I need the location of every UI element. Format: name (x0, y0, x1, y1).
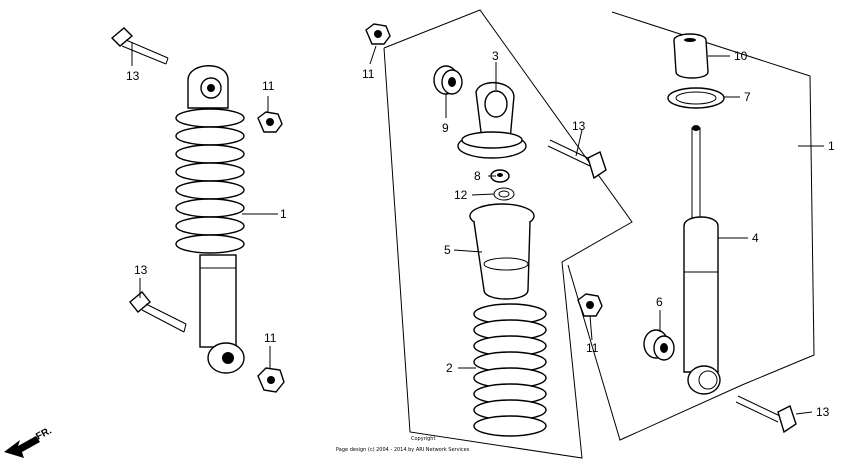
callout-left-bolt-bottom: 13 (134, 263, 148, 277)
callout-boot-5: 5 (444, 243, 451, 257)
copyright-footer: Copyright Page design (c) 2004 - 2014 by… (336, 436, 470, 453)
callout-bumper-10: 10 (734, 49, 748, 63)
callout-bolt-13: 13 (572, 119, 586, 133)
callout-assembly-1: 1 (828, 139, 835, 153)
callout-bushing-9: 9 (442, 121, 449, 135)
exploded-bushing-9 (433, 65, 463, 95)
exploded-bumper-10 (673, 33, 709, 79)
exploded-bushing-6 (643, 329, 675, 361)
left-top-bolt (110, 27, 169, 65)
exploded-bottom-bolt (735, 395, 797, 434)
exploded-middle-nut (577, 293, 603, 317)
callout-upper-mount-3: 3 (492, 49, 499, 63)
leader-lines (131, 42, 824, 415)
assembled-shock-absorber (175, 65, 245, 374)
callout-ring-7: 7 (744, 90, 751, 104)
copyright-line-2: Page design (c) 2004 - 2014 by ARI Netwo… (336, 447, 470, 453)
exploded-boot-5 (469, 203, 535, 300)
front-direction-label: FR. (34, 425, 54, 442)
copyright-line-1: Copyright (411, 436, 435, 442)
assembled-spring (175, 108, 245, 254)
callout-exploded-nut-mid: 11 (586, 341, 599, 355)
callout-bolt-bottom: 13 (816, 405, 830, 419)
exploded-top-nut (365, 23, 391, 45)
left-top-nut (257, 111, 283, 133)
exploded-washer-12 (493, 187, 515, 201)
callout-washer-8: 8 (474, 169, 481, 183)
exploded-damper-4 (683, 125, 721, 395)
left-bottom-nut (257, 367, 285, 393)
callout-spring-2: 2 (446, 361, 453, 375)
callout-left-nut-bottom: 11 (264, 331, 277, 345)
callout-left-shock: 1 (280, 207, 287, 221)
exploded-middle-bolt (547, 139, 607, 180)
left-bottom-bolt (129, 291, 187, 333)
exploded-ring-7 (667, 87, 725, 109)
callout-left-bolt-top: 13 (126, 69, 140, 83)
callout-bushing-6: 6 (656, 295, 663, 309)
exploded-upper-mount-3 (457, 82, 527, 159)
exploded-spring-2 (473, 303, 547, 437)
exploded-group-outline (383, 9, 815, 459)
callout-washer-12: 12 (454, 188, 468, 202)
callout-labels: 13 11 1 13 11 11 9 3 13 8 12 5 2 11 10 7… (126, 49, 835, 419)
callout-exploded-nut-top: 11 (362, 67, 375, 81)
front-direction-arrow: FR. (4, 425, 54, 458)
callout-damper-4: 4 (752, 231, 759, 245)
callout-left-nut-top: 11 (262, 79, 275, 93)
